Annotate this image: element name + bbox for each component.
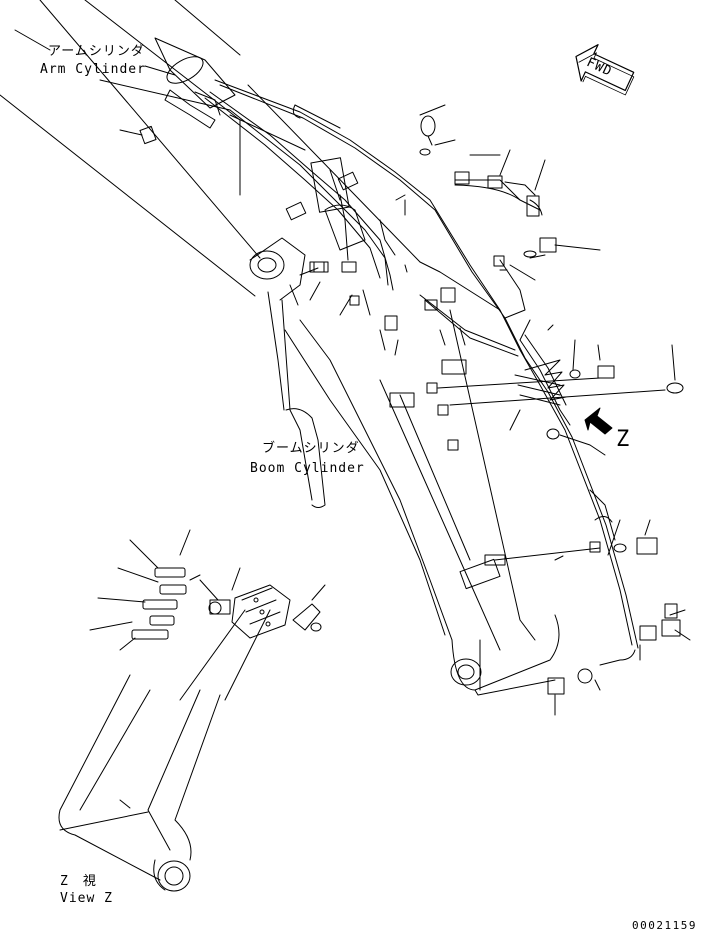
drawing-number: 00021159 (632, 919, 697, 932)
view-z-label-jp: Z 視 (60, 874, 97, 889)
boom-cylinder-label-jp: ブームシリンダ (262, 441, 360, 456)
boom-cylinder (250, 238, 325, 508)
leader-lines (15, 30, 690, 715)
piping (205, 80, 638, 665)
view-z-detail (59, 530, 325, 891)
view-z-label-en: View Z (60, 891, 113, 906)
view-z-arrow (585, 408, 612, 434)
boom-cylinder-label-en: Boom Cylinder (250, 461, 365, 476)
arm-cylinder-label-en: Arm Cylinder (40, 62, 146, 77)
small-marks (120, 265, 553, 808)
arm-cylinder-label-jp: アームシリンダ (48, 44, 145, 59)
view-z-letter: Z (616, 427, 630, 452)
boom-outline (0, 0, 559, 695)
fwd-arrow (568, 38, 640, 100)
